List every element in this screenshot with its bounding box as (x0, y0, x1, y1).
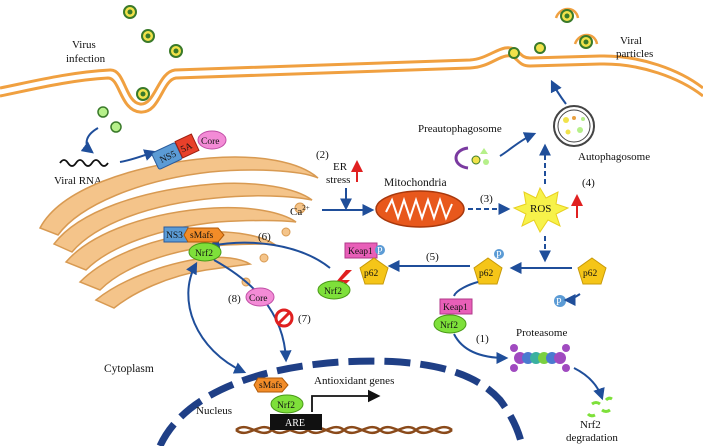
virion-icon (141, 29, 155, 43)
svg-text:Core: Core (249, 294, 267, 304)
label-step-6: (6) (258, 231, 271, 243)
p62-phospho-mid: p62 P (473, 249, 504, 285)
autophagosome-icon (553, 105, 595, 147)
viral-rna-squiggle (59, 159, 109, 167)
svg-text:Nrf2: Nrf2 (440, 320, 458, 331)
virion-icon (97, 106, 109, 118)
label-mitochondria: Mitochondria (384, 177, 447, 189)
label-step-5: (5) (426, 251, 439, 263)
svg-text:Nrf2: Nrf2 (324, 286, 342, 297)
mitochondria (375, 190, 465, 228)
virion-icon (508, 47, 520, 59)
label-infection: infection (66, 53, 106, 65)
virion-icon (579, 35, 593, 49)
label-nrf2: Nrf2 (580, 419, 601, 431)
virion-icon (169, 44, 183, 58)
degraded-nrf2-fragments-icon (586, 396, 613, 418)
label-particles: particles (616, 48, 653, 60)
label-autophagosome: Autophagosome (578, 151, 650, 163)
svg-text:sMafs: sMafs (190, 230, 214, 241)
arrow-degradation (573, 367, 605, 401)
virion-icon (534, 42, 546, 54)
svg-text:sMafs: sMafs (259, 380, 283, 391)
arrow-pre-to-auto (499, 132, 537, 157)
arrow-transcription (311, 389, 381, 412)
svg-text:p62: p62 (364, 269, 379, 279)
ns5-protein: NS5 (151, 142, 183, 170)
svg-text:P: P (556, 297, 562, 308)
ns3-smafs-nrf2-complex: NS3 sMafs Nrf2 (163, 226, 225, 262)
svg-text:Nrf2: Nrf2 (277, 400, 295, 411)
label-proteasome: Proteasome (516, 327, 567, 339)
inhibition-icon (274, 308, 294, 328)
svg-text:NS3: NS3 (166, 231, 183, 241)
label-cytoplasm: Cytoplasm (104, 363, 154, 375)
link-keap1-p62 (453, 281, 479, 297)
core-protein-free: Core (245, 287, 275, 307)
keap1-p62-complex: Keap1 p62 P (332, 242, 389, 298)
arrow-entry (80, 127, 99, 154)
ros-burst (512, 186, 570, 233)
arrow-auto-to-release (550, 79, 567, 105)
preautophagosome-icon (454, 146, 489, 170)
label-antioxidant-genes: Antioxidant genes (314, 375, 394, 387)
label-step-2: (2) (316, 149, 329, 161)
label-preautophagosome: Preautophagosome (418, 123, 502, 135)
core-protein-er: Core (197, 130, 227, 150)
nuclear-envelope (156, 357, 526, 446)
label-viral: Viral (620, 35, 642, 47)
svg-text:Nrf2: Nrf2 (195, 248, 213, 259)
label-step-4: (4) (582, 177, 595, 189)
svg-text:p62: p62 (583, 269, 598, 279)
svg-text:P: P (496, 250, 502, 261)
virion-icon (136, 87, 150, 101)
label-er: ER (333, 161, 348, 173)
dna-helix-icon (235, 425, 453, 435)
p62-right: p62 (577, 257, 607, 285)
endoplasmic-reticulum (38, 156, 319, 309)
label-step-7: (7) (298, 313, 311, 325)
label-nucleus: Nucleus (196, 405, 232, 417)
label-step-1: (1) (476, 333, 489, 345)
label-virus: Virus (72, 39, 96, 51)
label-stress: stress (326, 174, 350, 186)
label-step-8: (8) (228, 293, 241, 305)
svg-text:Keap1: Keap1 (443, 303, 468, 313)
svg-text:p62: p62 (479, 269, 494, 279)
smafs-nrf2-nuclear: sMafs Nrf2 (253, 377, 304, 414)
phospho-p-right: P (554, 295, 566, 308)
svg-text:5A: 5A (179, 141, 194, 155)
virus-particles-released (508, 7, 599, 59)
dissociation-bolt-icon (332, 270, 352, 298)
svg-text:Keap1: Keap1 (348, 247, 373, 257)
na-protein: 5A (174, 133, 200, 159)
label-calcium: Ca2+ (290, 204, 310, 218)
virus-particles-outside (97, 5, 183, 133)
svg-text:ARE: ARE (285, 418, 305, 429)
arrow-phosphorylation (563, 293, 581, 306)
label-step-3: (3) (480, 193, 493, 205)
virion-icon (560, 9, 574, 23)
label-degradation: degradation (566, 432, 618, 444)
nrf2-free: Nrf2 (317, 280, 351, 300)
svg-text:P: P (377, 246, 383, 257)
virion-icon (110, 121, 122, 133)
cell-membrane (0, 46, 703, 114)
label-viral-rna: Viral RNA (54, 175, 102, 187)
proteasome-icon (510, 344, 570, 372)
label-ros: ROS (530, 203, 551, 215)
svg-text:Core: Core (201, 137, 219, 147)
keap1-nrf2-complex: Keap1 Nrf2 (433, 298, 473, 334)
arrow-nuclear-shuttle (186, 261, 247, 374)
arrow-step-6 (207, 238, 331, 269)
are-element: ARE (270, 414, 322, 430)
arrow-translation (119, 149, 157, 163)
arrow-step-7 (213, 259, 292, 363)
arrow-step-1 (453, 333, 509, 364)
virion-icon (123, 5, 137, 19)
